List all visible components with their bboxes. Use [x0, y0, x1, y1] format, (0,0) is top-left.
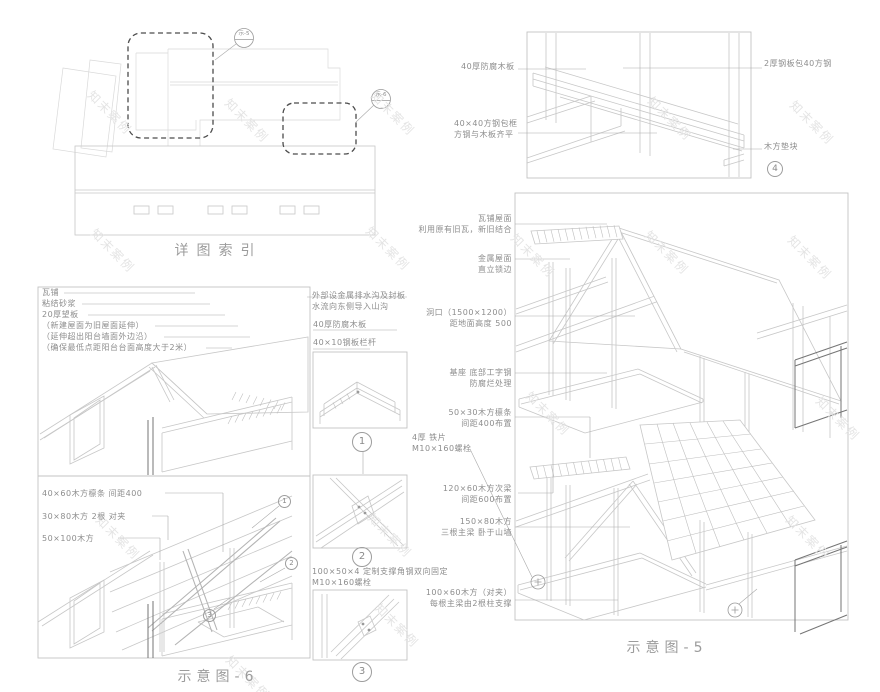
plan-roof-outline	[52, 48, 341, 158]
plan-callout-5-label: 示-5	[238, 31, 250, 37]
fig5-label-line: 防腐烂处理	[469, 379, 512, 388]
detail4-label-wood-board: 40厚防腐木板	[461, 62, 515, 71]
fig6-roof-label-2: 粘结砂浆	[42, 299, 76, 308]
fig5-label-tile-roof: 瓦铺屋面 利用原有旧瓦，新旧结合	[419, 213, 513, 235]
plan-building-band	[74, 145, 376, 236]
inset-label-gutter: 外部设金属排水沟及封板 水流向东侧导入山沟	[312, 290, 406, 312]
inset-label-angle-line2: M10×160螺栓	[312, 578, 372, 587]
fig6-frame-label-1: 40×60木方檩条 间距400	[42, 489, 143, 498]
fig5-label-line: 直立锁边	[478, 265, 512, 274]
fig5-bolt-markers	[530, 574, 743, 618]
plan-callout-leaders	[214, 43, 375, 123]
fig5-drawing	[469, 192, 849, 635]
fig6-roof-label-4: （新建屋面为旧屋面延伸）	[42, 321, 144, 330]
inset-label-gutter-line2: 水流向东侧导入山沟	[312, 302, 389, 311]
inset-callout-1: 1	[352, 432, 372, 452]
detail-region-6-outline	[282, 102, 357, 155]
detail4-label-steel-frame-line1: 40×40方钢包框	[454, 119, 518, 128]
fig5-label-line: 100×60木方（对夹）	[425, 588, 512, 597]
fig5-label-leaders	[515, 223, 635, 601]
detail4-label-steel-frame-line2: 方钢与木板齐平	[454, 130, 514, 139]
inset-label-gutter-line1: 外部设金属排水沟及封板	[312, 291, 406, 300]
fig5-label-line: 瓦铺屋面	[478, 214, 512, 223]
fig6-frame-label-2: 30×80木方 2根 对夹	[42, 512, 126, 521]
inset-details-drawing	[307, 296, 408, 661]
fig5-label-line: 50×30木方檩条	[448, 408, 512, 417]
detail4-leaders	[518, 67, 762, 150]
detail-region-5-outline	[127, 32, 214, 139]
fig5-label-line: 150×80木方	[459, 517, 512, 526]
fig6-roof-label-6: （确保最低点距阳台台面高度大于2米）	[42, 343, 193, 352]
fig5-label-secondary-beam: 120×60木方次梁 间距600布置	[443, 483, 512, 505]
fig5-label-metal-roof: 金属屋面 直立锁边	[478, 253, 512, 275]
fig5-label-line: 金属屋面	[478, 254, 512, 263]
inset-label-angle-line1: 100×50×4 定制支撑角钢双向固定	[312, 567, 448, 576]
fig6-caption: 示意图-6	[177, 669, 259, 685]
fig6-marker-2: 2	[285, 557, 298, 570]
fig6-marker-3: 3	[203, 609, 216, 622]
fig5-label-line: 间距600布置	[461, 495, 512, 504]
inset-label-wood-board: 40厚防腐木板	[313, 320, 367, 329]
plan-callout-6-label: 示-6	[375, 92, 387, 98]
fig5-label-opening: 洞口（1500×1200） 距地面高度 500	[426, 307, 512, 329]
fig6-roof-label-1: 瓦铺	[42, 288, 59, 297]
inset-label-iron-line1: 4厚 铁片	[412, 433, 447, 442]
detail4-label-wood-block: 木方垫块	[764, 142, 798, 151]
plan-callout-circles	[234, 28, 391, 109]
inset-callout-3: 3	[352, 662, 372, 682]
inset-label-angle: 100×50×4 定制支撑角钢双向固定 M10×160螺栓	[312, 566, 448, 588]
detail4-drawing	[518, 31, 762, 179]
inset-label-railing: 40×10钢板栏杆	[313, 338, 377, 347]
fig5-label-line: 利用原有旧瓦，新旧结合	[418, 225, 512, 234]
detail4-label-steel-frame: 40×40方钢包框 方钢与木板齐平	[454, 118, 518, 140]
fig5-label-purlin: 50×30木方檩条 间距400布置	[448, 407, 512, 429]
detail4-label-steel-plate: 2厚钢板包40方钢	[764, 59, 832, 68]
fig5-label-line: 基座 底部工字钢	[449, 368, 512, 377]
inset-label-iron: 4厚 铁片 M10×160螺栓	[412, 432, 472, 454]
inset-callout-2: 2	[352, 547, 372, 567]
fig6-roof-label-3: 20厚望板	[42, 310, 79, 319]
fig5-caption: 示意图-5	[626, 640, 708, 656]
inset-leaders	[307, 296, 407, 474]
fig5-label-line: 洞口（1500×1200）	[426, 308, 512, 317]
fig5-label-line: 距地面高度 500	[449, 319, 512, 328]
fig5-label-line: 每根主梁由2根柱支撑	[429, 599, 512, 608]
detail4-number-badge: 4	[767, 161, 783, 177]
fig5-label-line: 120×60木方次梁	[442, 484, 512, 493]
plan-index-caption: 详图索引	[174, 243, 263, 259]
fig6-marker-1: 1	[278, 495, 291, 508]
inset-label-iron-line2: M10×160螺栓	[412, 444, 472, 453]
fig6-roof-label-5: （延伸超出阳台墙面外边沿）	[42, 332, 153, 341]
plan-drawing	[52, 28, 391, 236]
fig5-label-main-beam: 150×80木方 三根主梁 卧于山墙	[441, 516, 512, 538]
fig6-label-leaders	[64, 292, 250, 560]
fig5-label-column: 100×60木方（对夹） 每根主梁由2根柱支撑	[426, 587, 512, 609]
fig5-label-line: 间距400布置	[461, 419, 512, 428]
fig5-label-line: 三根主梁 卧于山墙	[440, 528, 512, 537]
fig6-drawing	[37, 286, 311, 659]
fig5-label-base: 基座 底部工字钢 防腐烂处理	[449, 367, 512, 389]
fig6-frame-label-3: 50×100木方	[42, 534, 95, 543]
